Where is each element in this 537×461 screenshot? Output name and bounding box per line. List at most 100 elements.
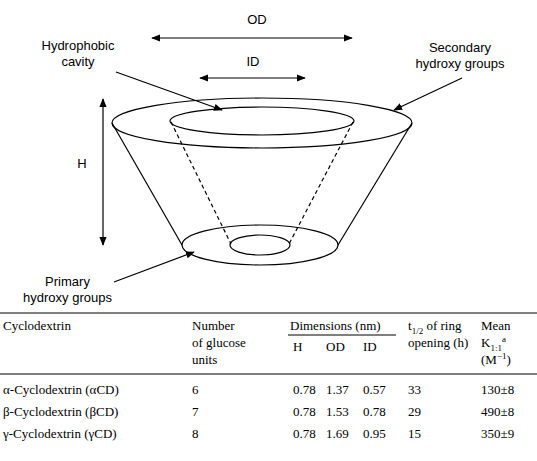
table-cell: 1.69	[326, 426, 349, 441]
text-line: 0.78	[363, 403, 403, 420]
cavity-opening	[170, 107, 354, 135]
table-cell-group: 0.78	[293, 403, 325, 420]
table-cell: 0.78	[363, 404, 386, 419]
callout-label: Primary hydroxy groups	[23, 274, 112, 305]
table-header: OD	[326, 339, 345, 354]
table-cell-group: 130±8	[481, 381, 533, 398]
dimension-label-group: ID	[228, 54, 278, 70]
text-line: 1.53	[326, 403, 362, 420]
table-cell-group: 0.57	[363, 381, 403, 398]
text-line: 8	[192, 425, 252, 442]
text-line: Primary hydroxy groups	[22, 274, 113, 306]
table-cell: 7	[192, 404, 199, 419]
table-header-group: H	[293, 338, 323, 355]
bottom-rim	[182, 225, 338, 265]
table-cell-group: 15	[408, 425, 468, 442]
table-cell: 33	[408, 382, 421, 397]
table-header-group: t1/2 of ring opening (h)	[408, 317, 480, 351]
dimension-label-group: OD	[232, 12, 282, 28]
text-line: OD	[232, 12, 282, 28]
table-cell: 8	[192, 426, 199, 441]
text-line: 7	[192, 403, 252, 420]
table-cell-group: 0.78	[363, 403, 403, 420]
table-header: ID	[363, 339, 377, 354]
table-header: Mean	[481, 318, 511, 333]
text-line: t1/2 of ring opening (h)	[408, 317, 480, 351]
table-cell-group: γ-Cyclodextrin (γCD)	[3, 425, 183, 442]
text-line: 6	[192, 381, 252, 398]
table-cell: 490±8	[481, 404, 514, 419]
callout-label: Secondary hydroxy groups	[416, 40, 505, 71]
table-header: 1/2	[412, 326, 424, 336]
text-line: ID	[363, 338, 397, 355]
table-cell: 15	[408, 426, 421, 441]
table-header-group: MeanK1:1a(M−1)	[481, 317, 533, 368]
cavity-wall	[289, 122, 353, 244]
text-line: Mean	[481, 317, 533, 334]
cone-side	[338, 123, 412, 245]
table-cell: 130±8	[481, 382, 514, 397]
table-cell: α-Cyclodextrin (αCD)	[3, 382, 119, 397]
text-line: 15	[408, 425, 468, 442]
text-line: 1.37	[326, 381, 362, 398]
text-line: 350±9	[481, 425, 533, 442]
table-cell-group: 1.69	[326, 425, 362, 442]
table-header: Cyclodextrin	[3, 318, 71, 333]
table-cell: 0.78	[293, 404, 316, 419]
text-line: OD	[326, 338, 360, 355]
table-header: )	[506, 352, 510, 367]
text-line: β-Cyclodextrin (βCD)	[3, 403, 183, 420]
text-line: 0.78	[293, 381, 325, 398]
text-line: Number of glucose units	[192, 317, 248, 368]
table-cell: γ-Cyclodextrin (γCD)	[3, 426, 117, 441]
leader-arrow	[114, 252, 194, 282]
text-line: ID	[228, 54, 278, 70]
table-header: t	[408, 318, 412, 333]
text-line: H	[293, 338, 323, 355]
table-cell-group: 8	[192, 425, 252, 442]
dimension-label-group: H	[72, 156, 92, 172]
bottom-opening	[230, 235, 290, 255]
table-cell: 6	[192, 382, 199, 397]
text-line: Hydrophobic cavity	[28, 38, 128, 70]
table-header: K	[481, 335, 490, 350]
table-cell-group: 7	[192, 403, 252, 420]
text-line: 33	[408, 381, 468, 398]
table-cell-group: 33	[408, 381, 468, 398]
table-cell: 29	[408, 404, 421, 419]
text-line: 0.78	[293, 403, 325, 420]
table-cell-group: α-Cyclodextrin (αCD)	[3, 381, 183, 398]
table-header-group: ID	[363, 338, 397, 355]
table-cell: 0.95	[363, 426, 386, 441]
h-dimension-arrow	[102, 99, 103, 245]
text-line: K1:1a	[481, 334, 533, 351]
table-header: H	[293, 339, 302, 354]
text-line: H	[72, 156, 92, 172]
table-header-group: OD	[326, 338, 360, 355]
table-cell-group: 490±8	[481, 403, 533, 420]
text-line: 1.69	[326, 425, 362, 442]
table-cell: 0.78	[293, 426, 316, 441]
table-rule	[0, 373, 537, 374]
table-cell-group: 1.53	[326, 403, 362, 420]
callout-label-group: Hydrophobic cavity	[28, 38, 128, 70]
text-line: 0.95	[363, 425, 403, 442]
table-rule	[288, 334, 396, 335]
table-cell: 0.57	[363, 382, 386, 397]
table-cell-group: 0.78	[293, 381, 325, 398]
od-dimension-arrow	[152, 37, 352, 38]
cone-side	[112, 123, 182, 245]
callout-label-group: Secondary hydroxy groups	[410, 40, 510, 72]
text-line: 130±8	[481, 381, 533, 398]
text-line: 490±8	[481, 403, 533, 420]
table-header-group: Dimensions (nm)	[290, 317, 400, 334]
table-header-group: Cyclodextrin	[3, 317, 113, 334]
table-cell: 350±9	[481, 426, 514, 441]
table-cell-group: 29	[408, 403, 468, 420]
table-cell-group: 350±9	[481, 425, 533, 442]
table-cell-group: 0.95	[363, 425, 403, 442]
table-cell: 1.37	[326, 382, 349, 397]
leader-arrow	[394, 78, 462, 110]
table-rule	[0, 312, 537, 313]
